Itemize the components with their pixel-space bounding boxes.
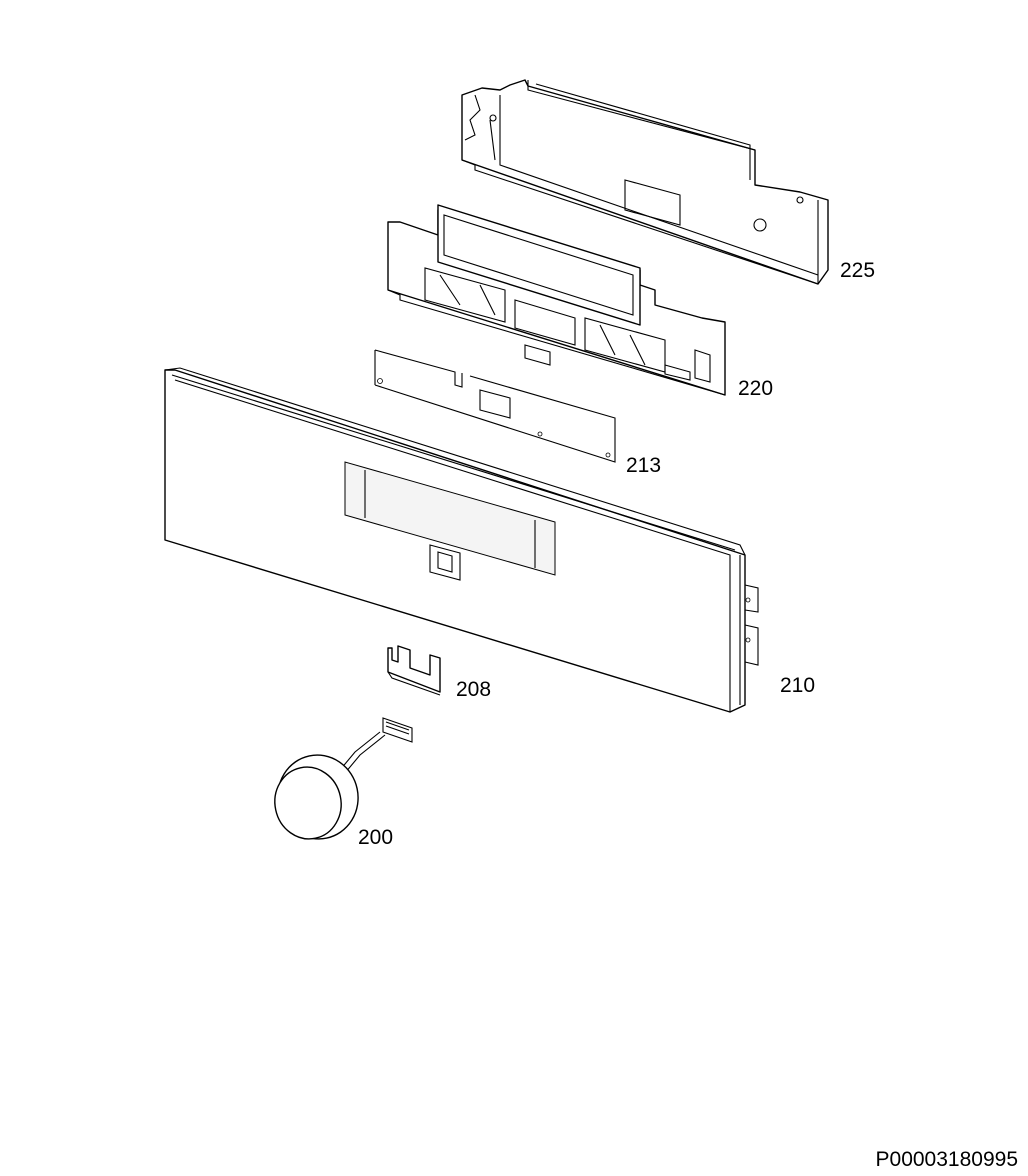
callout-213: 213	[626, 454, 662, 477]
document-id: P00003180995	[875, 1148, 1018, 1171]
callout-208: 208	[456, 678, 492, 701]
callout-220: 220	[738, 377, 774, 400]
part-208-clip	[387, 645, 441, 696]
part-210-control-panel	[164, 367, 759, 713]
part-220-button-module	[387, 204, 726, 396]
callout-200: 200	[358, 826, 394, 849]
callout-225: 225	[840, 259, 876, 282]
part-225-rear-housing	[461, 79, 829, 285]
callout-210: 210	[780, 674, 816, 697]
part-213-circuit-board	[374, 349, 616, 463]
part-200-knob	[274, 717, 413, 840]
